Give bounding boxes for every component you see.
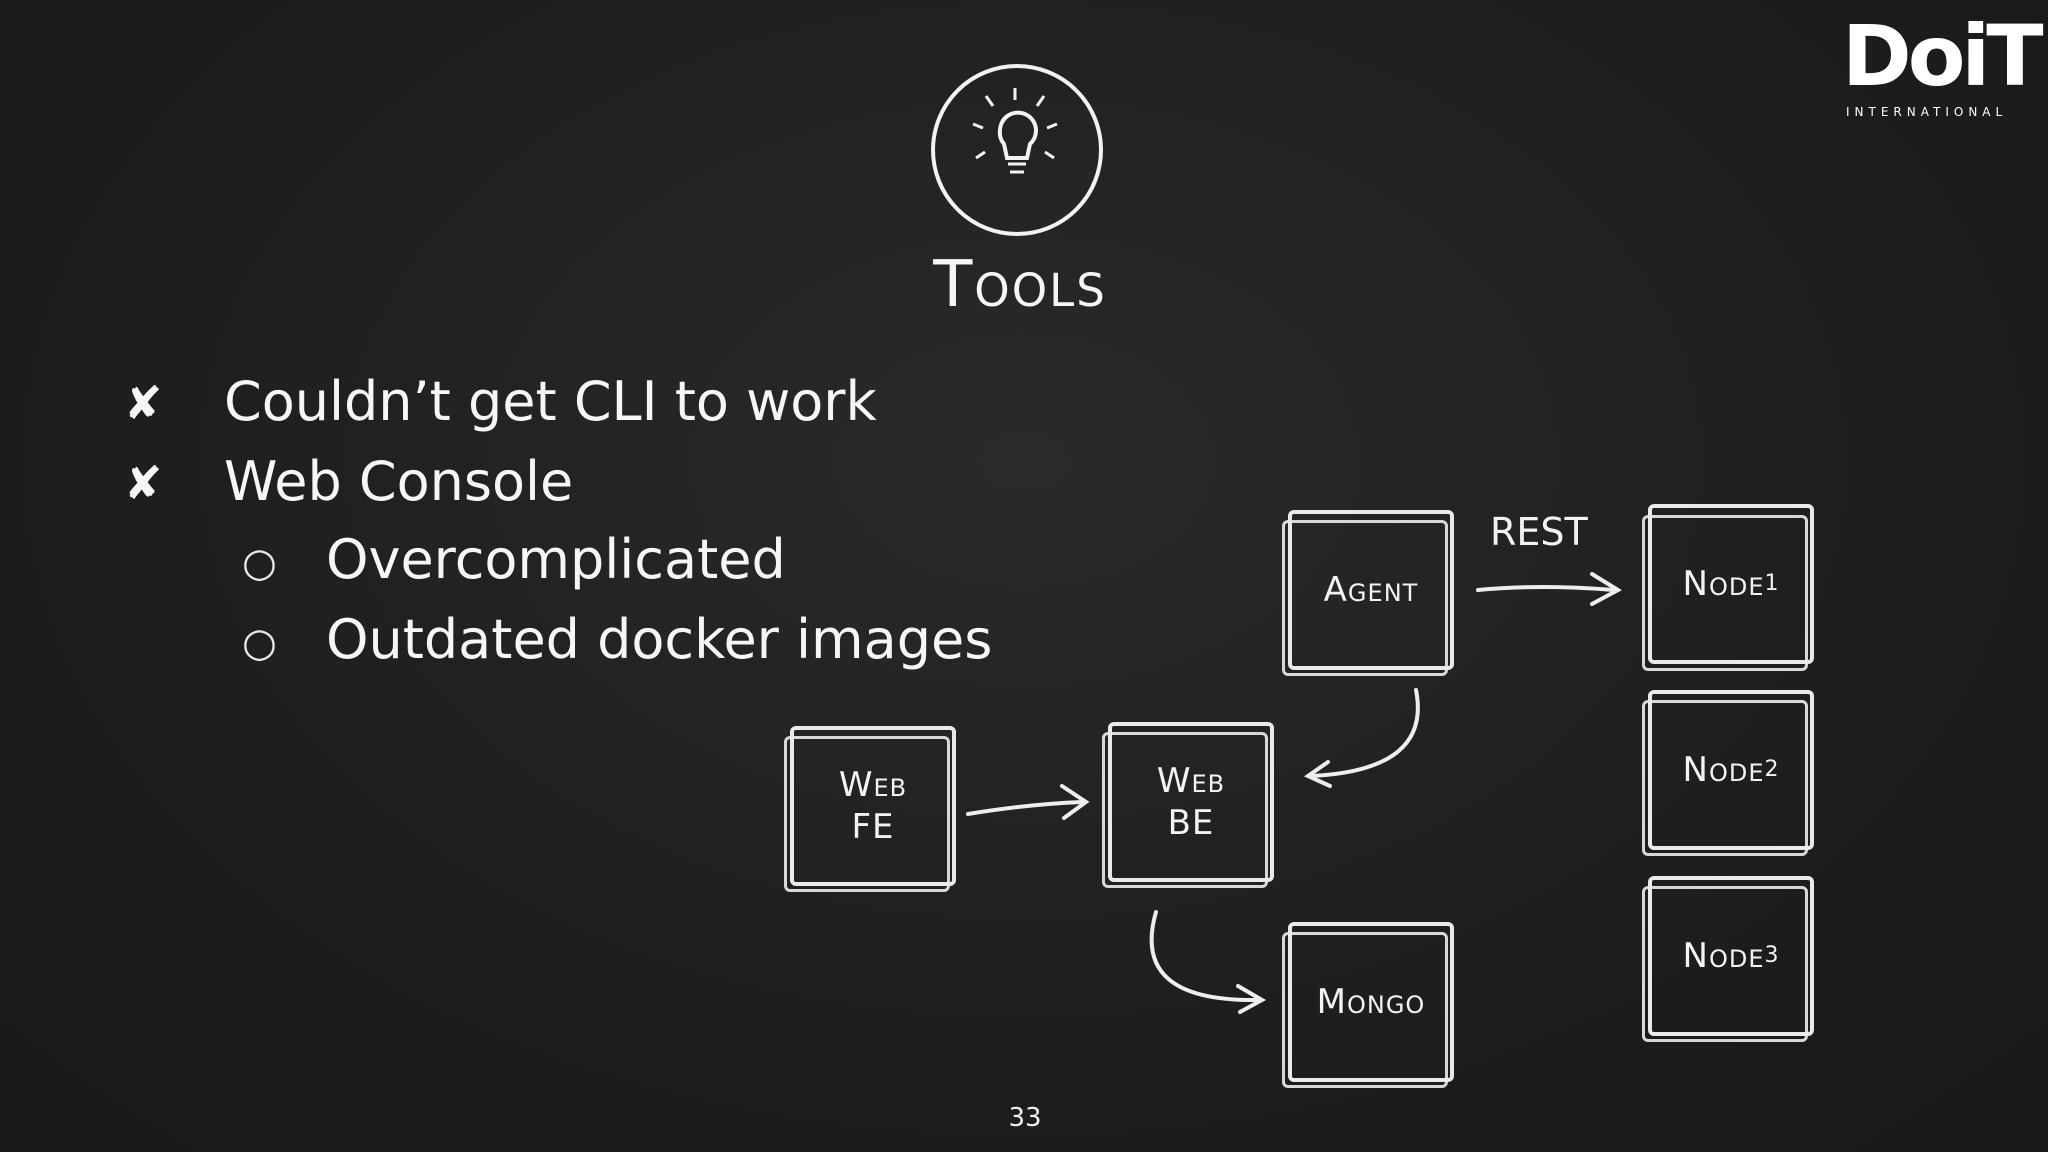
mongo-node-label: Mongo [1316, 981, 1426, 1022]
bullet-item: Web Console [224, 450, 574, 513]
web-fe-node [790, 726, 956, 886]
circle-bullet-icon: ○ [242, 540, 277, 586]
doit-logo-subtext: INTERNATIONAL [1846, 105, 2008, 119]
cross-icon: ✘ [124, 376, 163, 430]
circle-bullet-icon: ○ [242, 620, 277, 666]
slide-title: Tools [933, 248, 1107, 322]
page-number: 33 [1008, 1103, 1042, 1133]
cross-icon: ✘ [124, 456, 163, 510]
agent-node-label: Agent [1323, 569, 1419, 610]
web-fe-node-label: Web FE [838, 764, 908, 848]
node-3 [1648, 876, 1814, 1036]
web-be-node-label: Web BE [1156, 760, 1226, 844]
mongo-node [1288, 922, 1454, 1082]
doit-logo: DoiT [1842, 7, 2044, 105]
rest-edge-label: REST [1490, 510, 1588, 554]
agent-node [1288, 510, 1454, 670]
web-be-node [1108, 722, 1274, 882]
bullet-item: Couldn’t get CLI to work [224, 370, 877, 433]
node-2 [1648, 690, 1814, 850]
sub-bullet-item: Overcomplicated [326, 528, 786, 591]
node-1 [1648, 504, 1814, 664]
sub-bullet-item: Outdated docker images [326, 608, 993, 671]
